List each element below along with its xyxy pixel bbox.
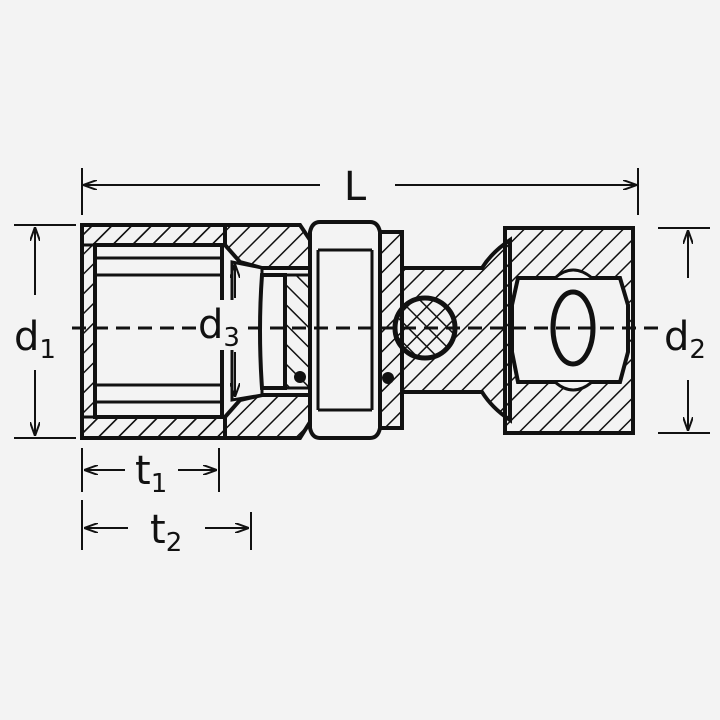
drive-end (503, 226, 635, 435)
dimension-d1: d1 (14, 224, 76, 439)
t2-label: t2 (150, 507, 182, 558)
d1-label: d1 (14, 314, 56, 365)
length-label: L (344, 164, 367, 210)
dimension-t2: t2 (81, 500, 252, 558)
d3-label: d3 (198, 302, 240, 353)
dimension-d2: d2 (658, 227, 710, 434)
dimension-length: L (81, 164, 639, 215)
drive-yoke (392, 236, 512, 424)
dimension-t1: t1 (81, 448, 220, 499)
t1-label: t1 (135, 448, 167, 499)
d2-label: d2 (664, 314, 706, 365)
ball-detent (550, 289, 596, 367)
joint-cross-block (308, 220, 404, 440)
dimension-d3: d3 (198, 265, 248, 396)
socket-body (80, 223, 312, 440)
